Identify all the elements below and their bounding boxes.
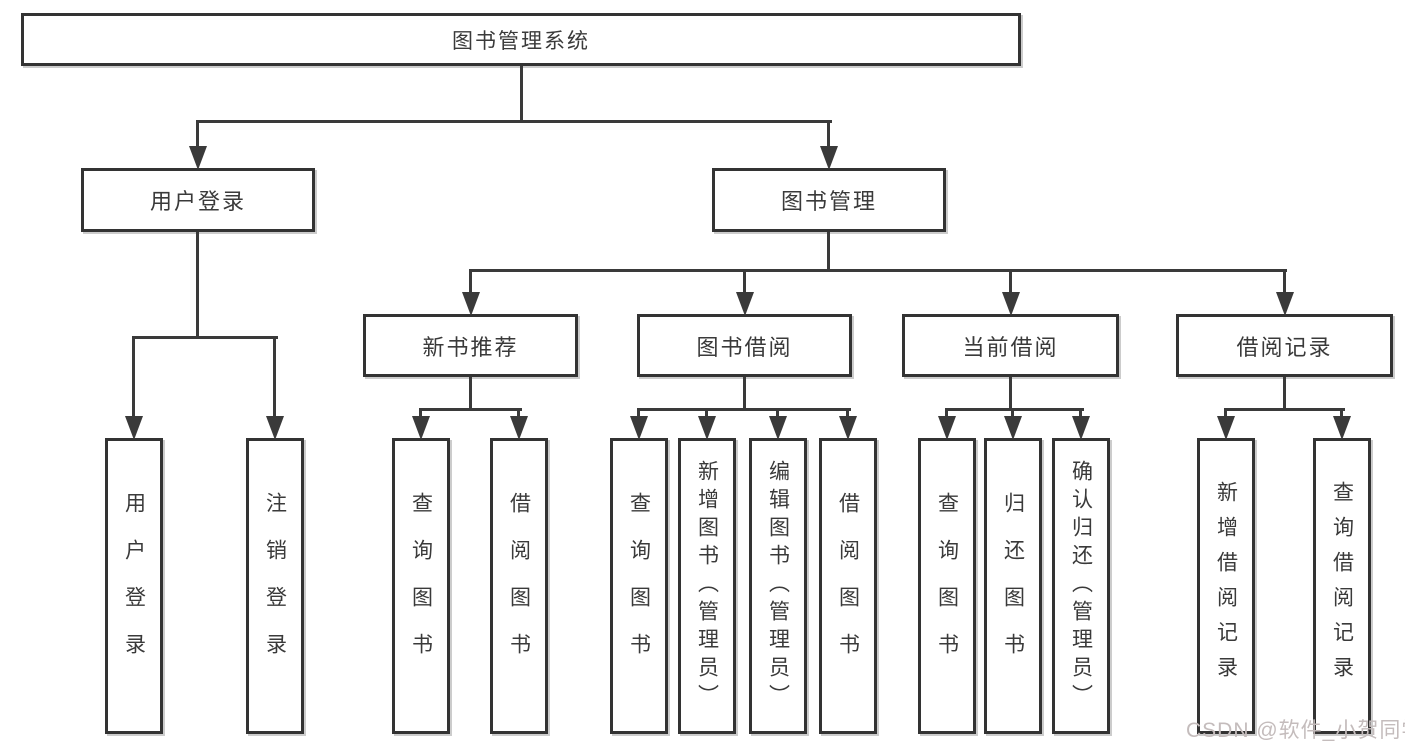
connector-line [637,408,851,411]
connector-line [419,408,422,420]
leaf-query-borrow-record-label: 查询借阅记录 [1330,481,1354,691]
leaf-newbook-borrow-book-label: 借阅图书 [507,492,531,680]
leaf-newbook-query-book: 查询图书 [392,438,450,734]
connector-line [776,408,779,420]
node-book-borrow: 图书借阅 [637,314,852,377]
arrow-down-icon [1217,416,1235,440]
connector-line [1224,408,1227,420]
connector-line [1079,408,1082,420]
leaf-user-login-label: 用户登录 [122,492,146,680]
node-current-borrow-label: 当前借阅 [962,334,1059,360]
leaf-query-borrow-record: 查询借阅记录 [1313,438,1371,734]
leaf-logout-label: 注销登录 [263,492,287,680]
connector-line [132,336,278,339]
node-book-borrow-label: 图书借阅 [696,334,793,360]
connector-line [517,408,520,420]
leaf-edit-book-admin: 编辑图书（管理员） [749,438,807,734]
leaf-add-borrow-record: 新增借阅记录 [1197,438,1255,734]
arrow-down-icon [462,292,480,316]
leaf-confirm-return-admin-label: 确认归还（管理员） [1069,460,1093,712]
arrow-down-icon [266,416,284,440]
connector-line [132,336,135,418]
node-new-book-recommend: 新书推荐 [363,314,578,377]
leaf-add-borrow-record-label: 新增借阅记录 [1214,481,1238,691]
leaf-logout: 注销登录 [246,438,304,734]
connector-line [743,377,746,410]
leaf-borrow-query-book-label: 查询图书 [627,492,651,680]
connector-line [743,269,746,295]
arrow-down-icon [1004,416,1022,440]
csdn-watermark: CSDN @软件_小贺同学 [1186,719,1405,742]
leaf-newbook-query-book-label: 查询图书 [409,492,433,680]
node-user-login-label: 用户登录 [149,189,246,214]
arrow-down-icon [510,416,528,440]
leaf-newbook-borrow-book: 借阅图书 [490,438,548,734]
connector-line [945,408,1084,411]
leaf-current-query-book-label: 查询图书 [935,492,959,680]
leaf-confirm-return-admin: 确认归还（管理员） [1052,438,1110,734]
connector-line [273,336,276,418]
leaf-return-book: 归还图书 [984,438,1042,734]
node-new-book-recommend-label: 新书推荐 [422,334,519,360]
connector-line [705,408,708,420]
arrow-down-icon [769,416,787,440]
arrow-down-icon [125,416,143,440]
arrow-down-icon [189,146,207,170]
arrow-down-icon [736,292,754,316]
leaf-add-book-admin-label: 新增图书（管理员） [695,460,719,712]
node-user-login: 用户登录 [81,168,315,232]
leaf-return-book-label: 归还图书 [1001,492,1025,680]
arrow-down-icon [820,146,838,170]
leaf-add-book-admin: 新增图书（管理员） [678,438,736,734]
arrow-down-icon [938,416,956,440]
leaf-current-query-book: 查询图书 [918,438,976,734]
connector-line [1224,408,1345,411]
arrow-down-icon [412,416,430,440]
node-root: 图书管理系统 [21,13,1021,66]
connector-line [637,408,640,420]
leaf-borrow-query-book: 查询图书 [610,438,668,734]
connector-line [196,120,832,123]
connector-line [1011,408,1014,420]
connector-line [1009,269,1012,295]
leaf-borrow-borrow-book: 借阅图书 [819,438,877,734]
leaf-edit-book-admin-label: 编辑图书（管理员） [766,460,790,712]
connector-line [945,408,948,420]
arrow-down-icon [839,416,857,440]
connector-line [1340,408,1343,420]
connector-line [827,120,830,150]
arrow-down-icon [698,416,716,440]
connector-line [520,66,523,122]
connector-line [827,232,830,270]
arrow-down-icon [1276,292,1294,316]
connector-line [469,269,472,295]
node-book-management: 图书管理 [712,168,946,232]
connector-line [196,232,199,338]
arrow-down-icon [1002,292,1020,316]
arrow-down-icon [1333,416,1351,440]
node-current-borrow: 当前借阅 [902,314,1119,377]
leaf-borrow-borrow-book-label: 借阅图书 [836,492,860,680]
connector-line [1283,377,1286,410]
connector-line [469,269,1287,272]
node-root-label: 图书管理系统 [452,29,590,53]
connector-line [196,120,199,150]
connector-line [469,377,472,410]
node-book-management-label: 图书管理 [780,189,877,214]
connector-line [846,408,849,420]
node-borrow-record: 借阅记录 [1176,314,1393,377]
connector-line [419,408,522,411]
node-borrow-record-label: 借阅记录 [1236,334,1333,360]
connector-line [1283,269,1286,295]
arrow-down-icon [630,416,648,440]
leaf-user-login: 用户登录 [105,438,163,734]
arrow-down-icon [1072,416,1090,440]
connector-line [1009,377,1012,410]
